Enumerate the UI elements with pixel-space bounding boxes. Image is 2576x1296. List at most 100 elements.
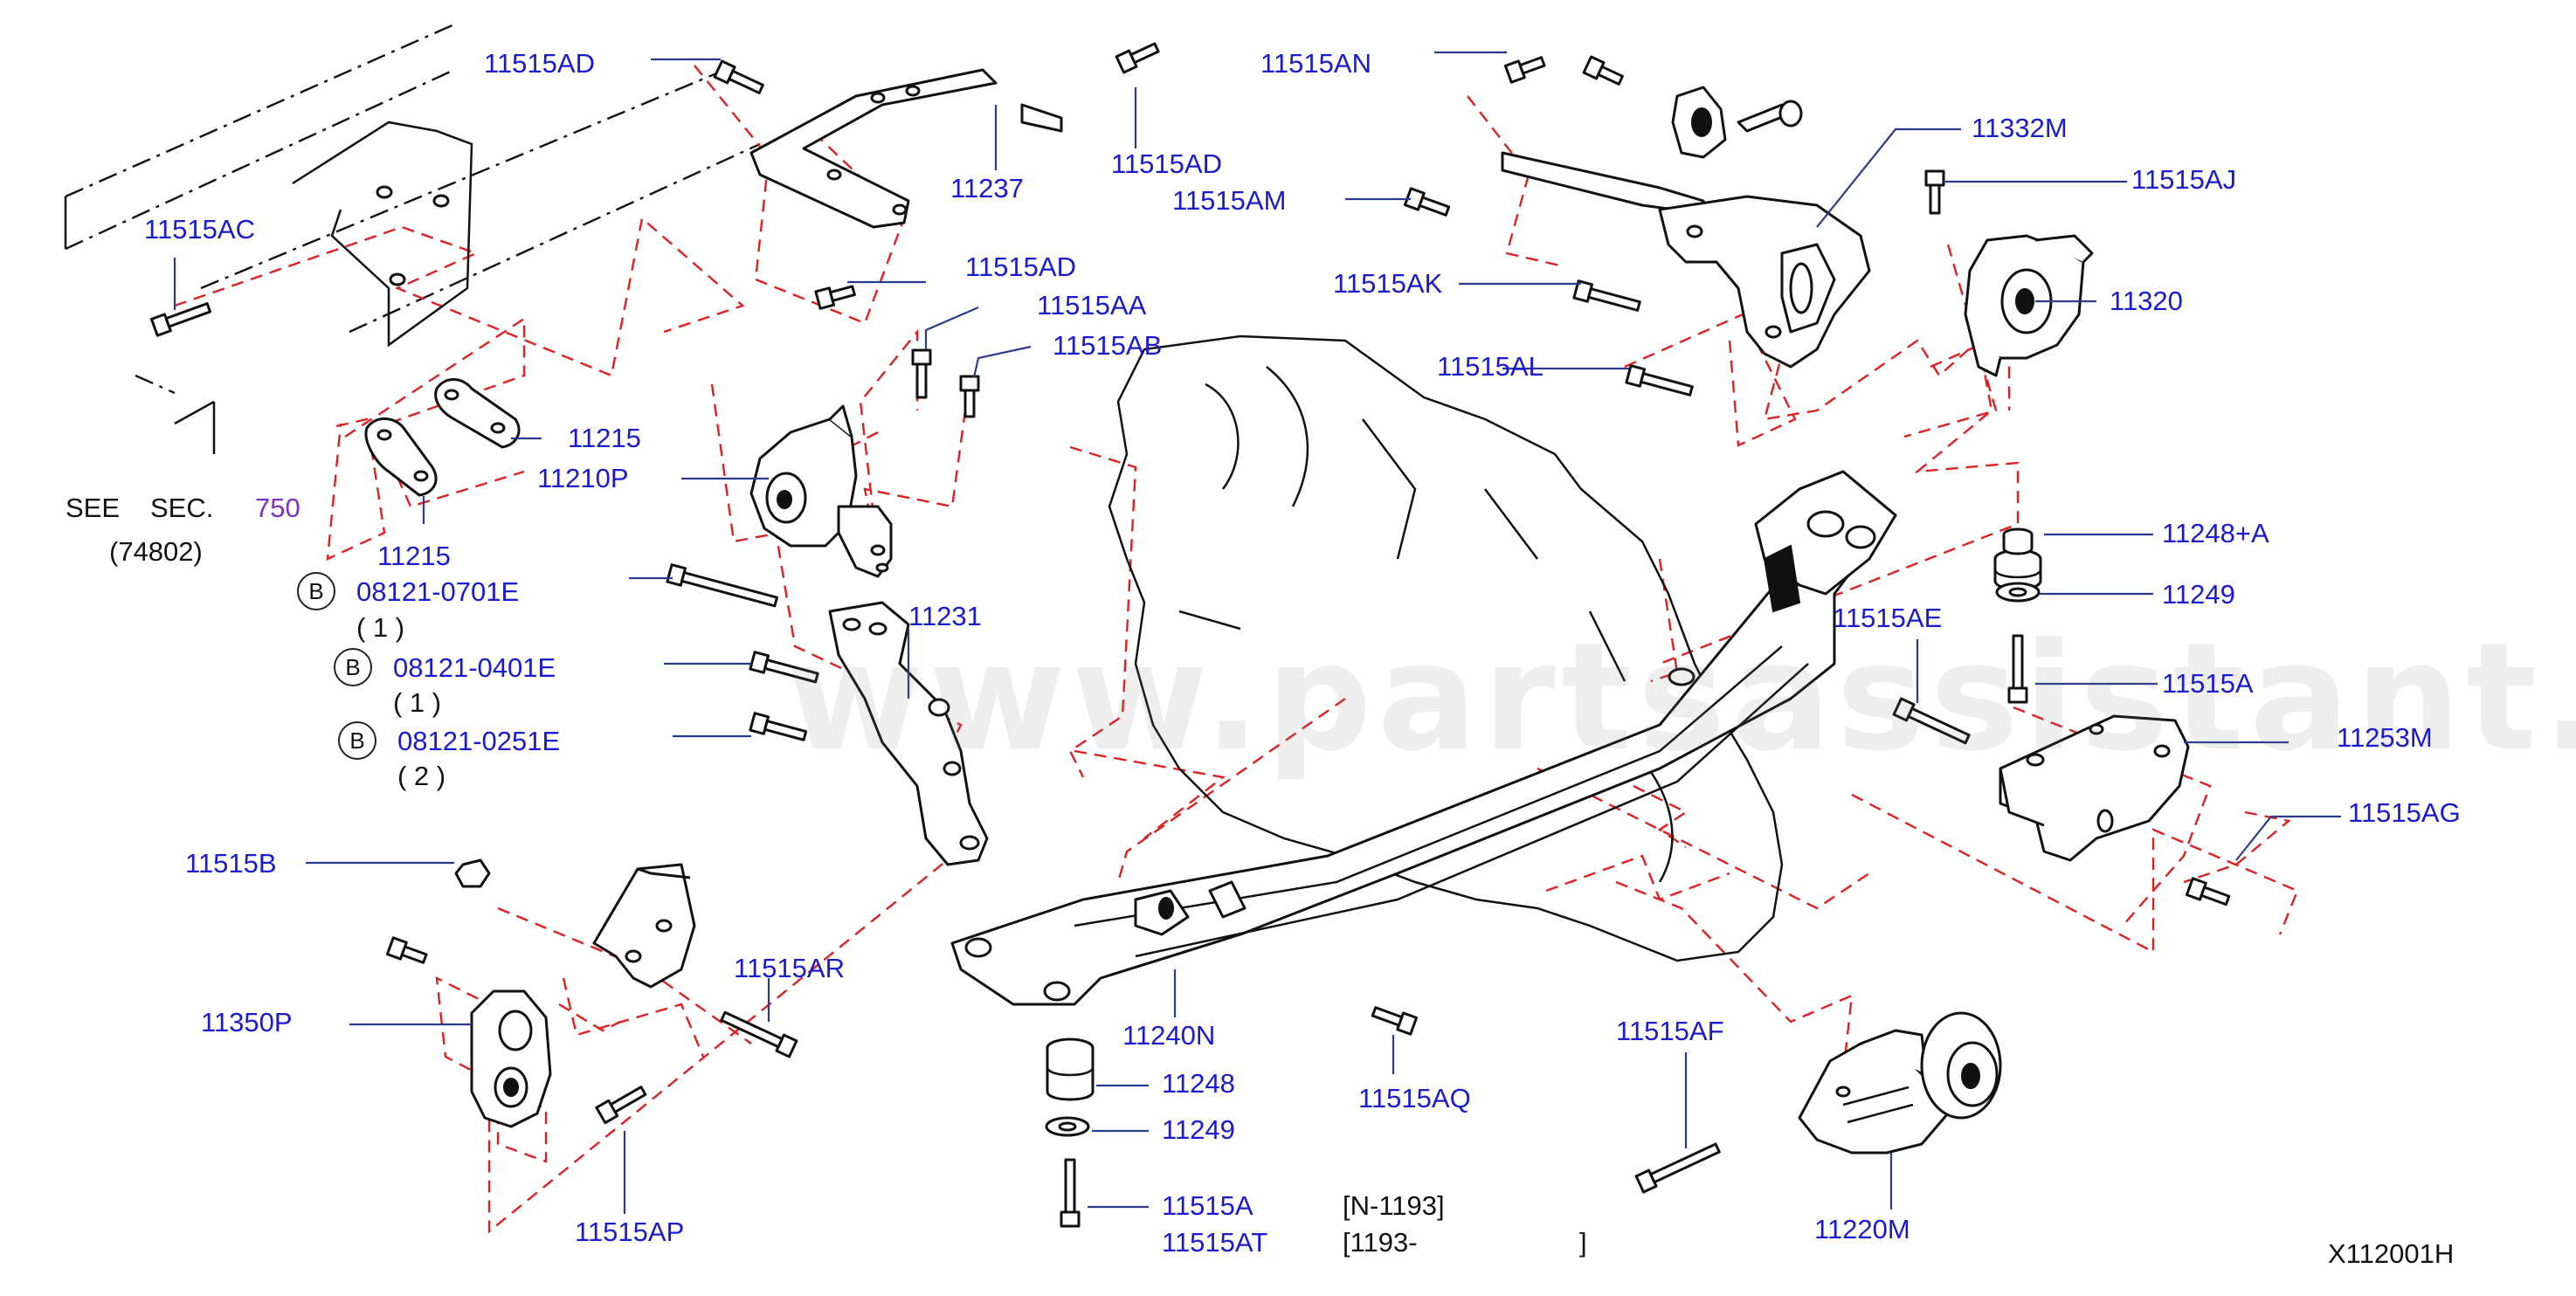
bracket-11237 [749,68,1063,229]
callout-11515AD[interactable]: 11515AD [1111,148,1222,179]
callout-11515AB[interactable]: 11515AB [1053,330,1163,361]
callout-11515AP[interactable]: 11515AP [575,1217,685,1247]
bolt-icons [149,42,2231,1228]
mount-11350P [470,989,552,1128]
bolt-icon [2185,877,2231,907]
bolt-icon [713,59,764,94]
bracket-11350P [592,863,696,989]
see-section-link[interactable]: 750 [255,493,300,523]
callout-11515AM[interactable]: 11515AM [1172,185,1287,216]
stopper-11248 [1046,1037,1095,1101]
callout-11515AL[interactable]: 11515AL [1437,351,1544,382]
body-frame-outline [64,23,761,454]
callout-11515AN[interactable]: 11515AN [1260,48,1371,79]
leader-lines [173,51,2341,1214]
callout-11515AT[interactable]: 11515AT [1162,1227,1268,1258]
callout-11515A[interactable]: 11515A [2162,668,2254,699]
see-section-subsection: (74802) [109,536,203,567]
callout-11210P[interactable]: 11210P [537,463,629,493]
spacer-11215-b [364,417,438,497]
callout-11515AQ[interactable]: 11515AQ [1358,1083,1471,1113]
bolt-spec-badge: B [297,572,335,610]
bolt-icon [1625,364,1694,396]
bolt-icon [2007,634,2028,704]
bolt-icon [814,285,856,310]
bolt-icon [595,1086,647,1125]
bolt-icon [749,651,819,684]
engine-detail-lines [1178,366,1674,883]
callout-11248-a[interactable]: 11248+A [2162,518,2269,548]
callout-11515AR[interactable]: 11515AR [734,953,845,983]
nut-icon [454,858,491,888]
callout-11249[interactable]: 11249 [1162,1114,1235,1145]
body-bracket [292,121,473,348]
bolt-icon [1403,187,1451,217]
mount-11220M [1798,1011,2002,1155]
mount-11210P [749,404,893,578]
bracket-11332M [1501,86,1871,369]
washer-11249-b [1045,1116,1090,1137]
callout-11350P[interactable]: 11350P [201,1007,293,1037]
bolt-spec-part-number[interactable]: 08121-0701E [356,576,520,607]
callout-11515AF[interactable]: 11515AF [1616,1016,1724,1046]
callout-11320[interactable]: 11320 [2110,286,2183,316]
see-section-label: SEE [66,493,121,523]
see-section-label: SEC. [150,493,214,523]
bracket-11231 [828,601,989,866]
bolt-spec-part-number[interactable]: 08121-0401E [393,652,556,683]
callout-11515AC[interactable]: 11515AC [144,214,255,245]
bolt-icon [720,1010,798,1058]
bolt-icon [666,563,778,608]
bolt-icon [1582,55,1624,86]
diagram-code: X112001H [2328,1238,2455,1269]
callout-11515B[interactable]: 11515B [185,848,277,879]
mount-11320 [1964,234,2094,377]
callout-11515A[interactable]: 11515A [1162,1190,1253,1221]
callout-11515AE[interactable]: 11515AE [1833,603,1943,633]
serial-range-note: [1193- [1343,1227,1418,1258]
bolt-spec-part-number[interactable]: 08121-0251E [397,726,561,756]
bolt-icon [1634,1142,1721,1194]
callout-11231[interactable]: 11231 [908,601,982,631]
callout-11515AA[interactable]: 11515AA [1037,290,1147,321]
crossmember-part [950,470,1897,1006]
washer-11249-a [1995,582,2041,603]
bolt-icon [1371,1006,1419,1036]
bolt-spec-qty: ( 1 ) [356,612,405,643]
callout-11332M[interactable]: 11332M [1972,113,2068,143]
callout-11220M[interactable]: 11220M [1814,1214,1910,1244]
spacer-11215-a [434,378,521,449]
callout-11515AG[interactable]: 11515AG [2348,797,2461,828]
bolt-icon [959,375,980,418]
bracket-11253M [1999,714,2190,862]
callout-11515AJ[interactable]: 11515AJ [2131,164,2237,195]
serial-range-note: [N-1193] [1343,1190,1445,1221]
callout-11515AK[interactable]: 11515AK [1333,268,1443,299]
engine-block-outline [1108,334,1784,962]
bolt-icon [1060,1158,1081,1228]
callout-11237[interactable]: 11237 [950,173,1024,203]
bolt-spec-qty: ( 2 ) [397,761,446,791]
bolt-icon [1892,697,1971,745]
bolt-icon [749,712,808,741]
callout-11248[interactable]: 11248 [1162,1068,1235,1099]
callout-11515AD[interactable]: 11515AD [484,48,595,79]
callout-11249[interactable]: 11249 [2162,579,2235,610]
bolt-icon [911,348,932,399]
stopper-11248A [1993,527,2042,591]
callout-11253M[interactable]: 11253M [2337,722,2433,753]
callout-11215[interactable]: 11215 [377,541,451,571]
callout-11515AD[interactable]: 11515AD [965,252,1076,282]
bolt-icon [1503,56,1546,84]
bolt-icon [1924,169,1945,215]
bolt-spec-badge: B [338,721,376,760]
callout-11215[interactable]: 11215 [568,423,641,453]
bolt-icon [385,936,428,964]
bolt-icon [149,302,212,337]
serial-range-note-close: ] [1579,1227,1587,1258]
callout-11240N[interactable]: 11240N [1122,1020,1216,1051]
bolt-spec-badge: B [334,648,372,686]
bolt-icon [1572,279,1641,312]
